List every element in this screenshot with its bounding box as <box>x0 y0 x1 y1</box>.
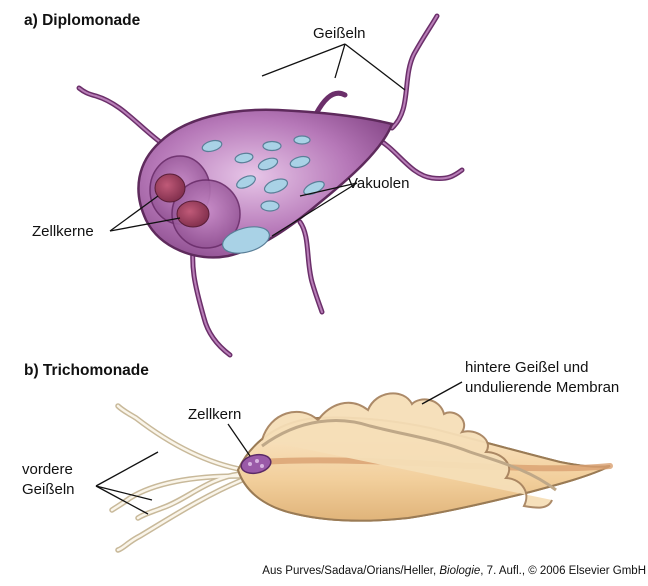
label-nuclei: Zellkerne <box>32 222 94 241</box>
nucleus-2 <box>177 201 209 227</box>
heading-panel-b: b) Trichomonade <box>24 362 149 380</box>
credit-edition: , 7. Aufl., © 2006 Elsevier GmbH <box>480 565 646 577</box>
nucleus-1 <box>155 174 185 202</box>
label-posterior-flagellum-line1: hintere Geißel und <box>465 358 588 377</box>
credit-title: Biologie <box>439 565 480 577</box>
label-posterior-flagellum-line2: undulierende Membran <box>465 378 619 397</box>
label-anterior-flagella-line1: vordere <box>22 460 73 479</box>
label-flagella: Geißeln <box>313 24 366 43</box>
credit-authors: Aus Purves/Sadava/Orians/Heller, <box>262 565 439 577</box>
label-anterior-flagella-line2: Geißeln <box>22 480 75 499</box>
anterior-flagella-highlight <box>112 406 244 550</box>
heading-panel-a: a) Diplomonade <box>24 12 140 30</box>
source-credit: Aus Purves/Sadava/Orians/Heller, Biologi… <box>262 565 646 577</box>
label-nucleus: Zellkern <box>188 405 241 424</box>
label-vacuoles: Vakuolen <box>348 174 409 193</box>
